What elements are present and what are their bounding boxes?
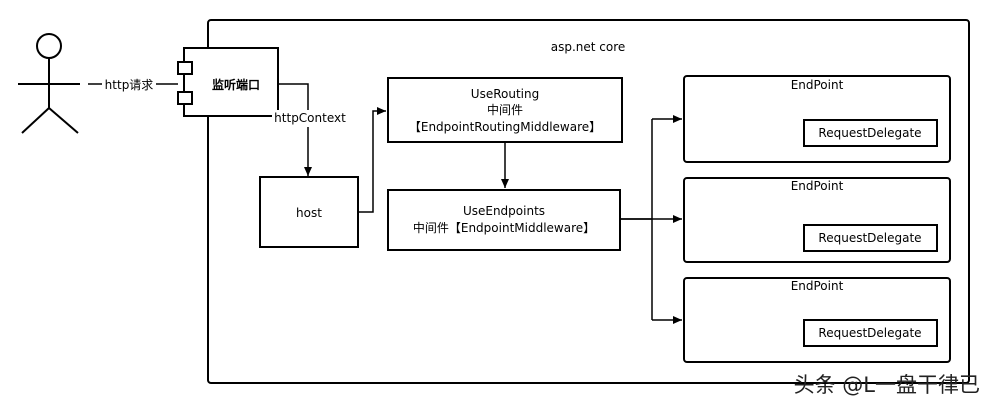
httpcontext-edge (278, 83, 312, 176)
useendpoints-middleware: 中间件【EndpointMiddleware】 (413, 220, 595, 235)
endpoint-title: EndPoint (791, 179, 844, 193)
host-box (259, 176, 359, 248)
endpoint-fanout-edges (620, 115, 682, 324)
userouting-box (387, 77, 623, 143)
host-label: host (296, 206, 322, 220)
userouting-subtitle: 中间件 (487, 102, 523, 117)
endpoint-box: EndPoint RequestDelegate (683, 75, 951, 163)
endpoint-box: EndPoint RequestDelegate (683, 277, 951, 363)
http-request-label: http请求 (105, 78, 154, 92)
httpcontext-label: httpContext (274, 111, 346, 125)
request-delegate-label: RequestDelegate (818, 326, 921, 340)
useendpoints-title: UseEndpoints (463, 204, 545, 218)
listener-component: 监听端口 (177, 47, 279, 117)
userouting-title: UseRouting (471, 87, 539, 101)
container-title: asp.net core (551, 40, 626, 54)
userouting-middleware: 【EndpointRoutingMiddleware】 (409, 120, 601, 134)
request-delegate-box (803, 319, 938, 347)
endpoint-box: EndPoint RequestDelegate (683, 177, 951, 263)
endpoint-title: EndPoint (791, 279, 844, 293)
component-port-icon (177, 91, 193, 105)
useendpoints-box (387, 189, 621, 251)
component-port-icon (177, 61, 193, 75)
request-delegate-box (803, 224, 938, 252)
listener-label: 监听端口 (212, 77, 260, 92)
request-delegate-label: RequestDelegate (818, 126, 921, 140)
endpoint-title: EndPoint (791, 78, 844, 92)
user-actor-icon (18, 33, 80, 134)
request-delegate-label: RequestDelegate (818, 231, 921, 245)
host-to-routing-edge (358, 107, 386, 213)
watermark-text: 头条 @L一盘干律已 (794, 373, 980, 397)
request-delegate-box (803, 119, 938, 147)
aspnet-core-container (207, 19, 970, 384)
